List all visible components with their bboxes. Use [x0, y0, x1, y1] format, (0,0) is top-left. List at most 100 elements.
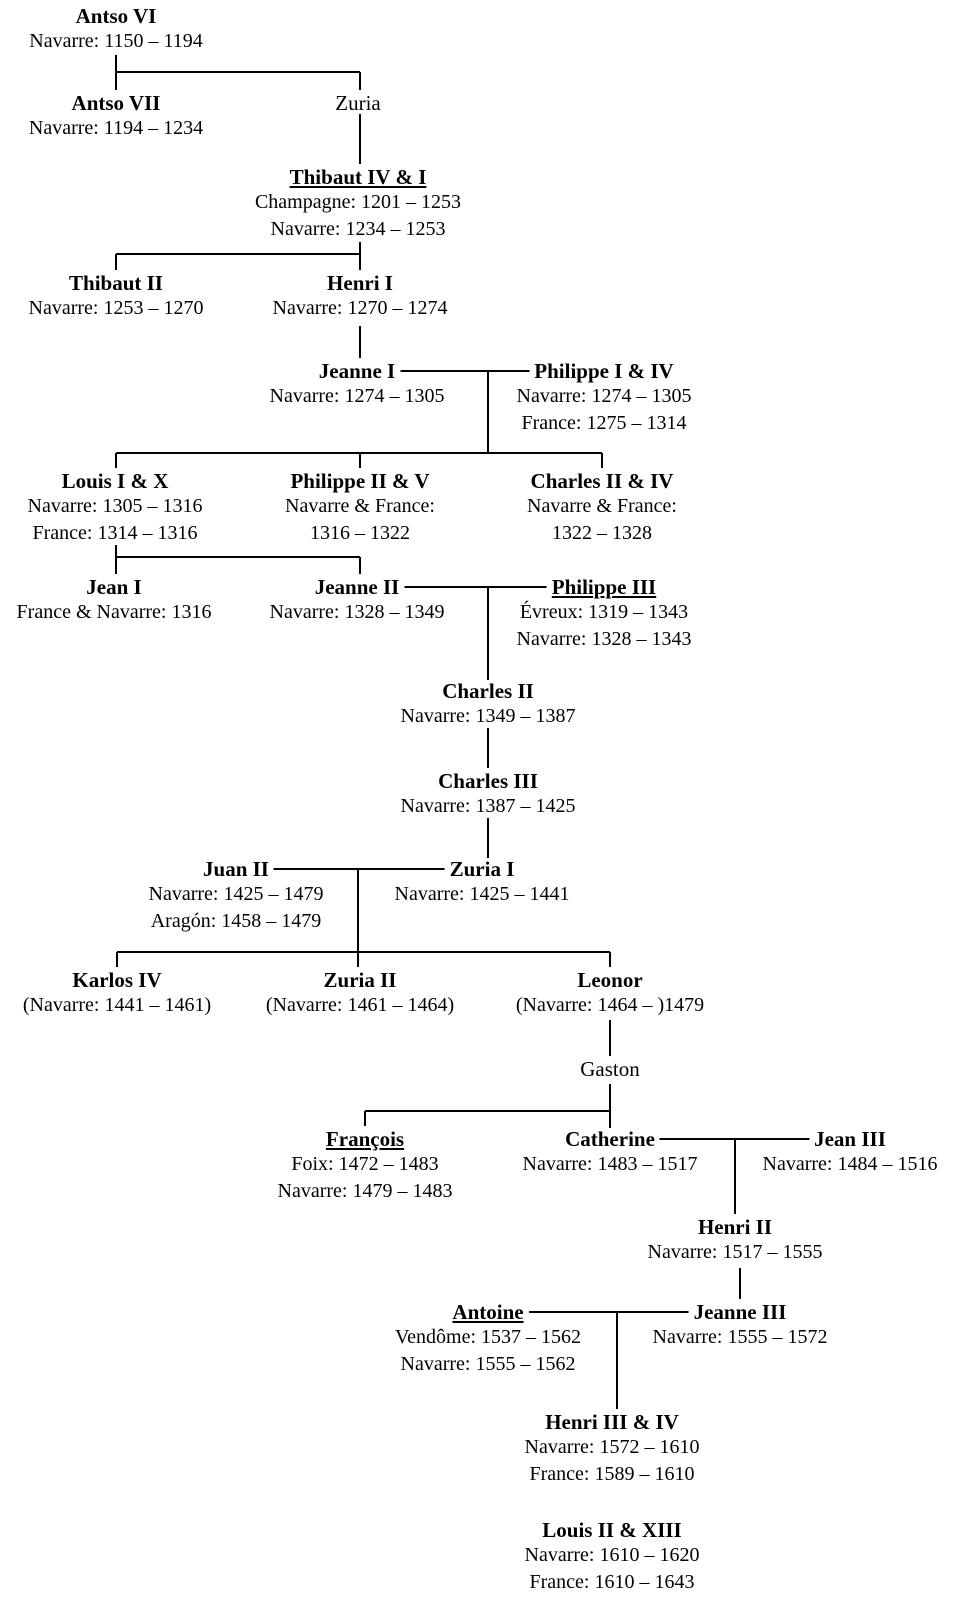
connector-line [734, 1139, 736, 1214]
reign-dates: (Navarre: 1464 – )1479 [515, 994, 705, 1016]
person-name: Philippe III [546, 576, 662, 598]
person-node-zuria-ii: Zuria II (Navarre: 1461 – 1464) [266, 969, 454, 1019]
connector-line [357, 370, 604, 372]
reign-dates: Navarre & France: [285, 495, 435, 517]
connector-line [117, 951, 610, 953]
connector-line [487, 371, 489, 453]
reign-dates: France: 1610 – 1643 [529, 1571, 695, 1593]
reign-dates: Navarre: 1425 – 1441 [394, 883, 570, 905]
connector-line [365, 1110, 610, 1112]
person-name: Karlos IV [67, 969, 167, 991]
connector-line [116, 71, 360, 73]
reign-dates: Navarre: 1270 – 1274 [272, 297, 448, 319]
reign-dates: Navarre: 1555 – 1572 [652, 1326, 828, 1348]
reign-dates: Aragón: 1458 – 1479 [150, 910, 322, 932]
reign-dates: Navarre: 1234 – 1253 [270, 218, 446, 240]
connector-line [357, 952, 359, 967]
person-node-henri-i: Henri I Navarre: 1270 – 1274 [272, 272, 448, 322]
person-name: Louis I & X [56, 470, 174, 492]
reign-dates: Évreux: 1319 – 1343 [519, 601, 689, 623]
reign-dates: Navarre: 1425 – 1479 [148, 883, 324, 905]
person-name: Charles II [437, 680, 539, 702]
connector-line [359, 326, 361, 358]
person-name: Antso VII [66, 92, 166, 114]
person-name: Jeanne III [688, 1301, 792, 1323]
person-name: Zuria I [444, 858, 520, 880]
connector-line [359, 453, 361, 468]
reign-dates: Navarre: 1328 – 1349 [269, 601, 445, 623]
reign-dates: France: 1275 – 1314 [521, 412, 687, 434]
connector-line [601, 453, 603, 468]
connector-line [739, 1268, 741, 1299]
person-name: Zuria [330, 92, 386, 114]
connector-line [357, 586, 604, 588]
reign-dates: Navarre: 1483 – 1517 [522, 1153, 698, 1175]
connector-line [115, 453, 117, 468]
connector-line [609, 952, 611, 967]
connector-line [610, 1138, 850, 1140]
person-name: Thibaut II [64, 272, 168, 294]
reign-dates: Navarre: 1150 – 1194 [29, 30, 203, 52]
reign-dates: Champagne: 1201 – 1253 [254, 191, 462, 213]
reign-dates: Navarre: 1274 – 1305 [516, 385, 692, 407]
person-node-antso-vii: Antso VII Navarre: 1194 – 1234 [29, 92, 203, 142]
person-node-zuria: Zuria [330, 92, 386, 115]
reign-dates: Navarre: 1194 – 1234 [28, 117, 204, 139]
person-name: Louis II & XIII [537, 1519, 687, 1541]
connector-line [609, 1020, 611, 1056]
person-name: Jean III [809, 1128, 891, 1150]
person-name: Henri I [322, 272, 398, 294]
person-node-charles-iii: Charles III Navarre: 1387 – 1425 [400, 770, 576, 820]
reign-dates: (Navarre: 1461 – 1464) [265, 994, 455, 1016]
person-node-gaston: Gaston [575, 1058, 645, 1081]
reign-dates: France & Navarre: 1316 [16, 601, 212, 623]
connector-line [116, 952, 118, 967]
connector-line [487, 587, 489, 684]
person-name: Zuria II [318, 969, 402, 991]
reign-dates: Navarre: 1484 – 1516 [762, 1153, 938, 1175]
connector-line [609, 1084, 611, 1128]
person-node-jean-iii: Jean III Navarre: 1484 – 1516 [762, 1128, 938, 1178]
person-name: Philippe II & V [285, 470, 435, 492]
reign-dates: Navarre: 1387 – 1425 [400, 795, 576, 817]
reign-dates: Navarre: 1328 – 1343 [516, 628, 692, 650]
connector-line [359, 72, 361, 90]
reign-dates: Navarre: 1572 – 1610 [524, 1436, 700, 1458]
person-node-thibaut-ii: Thibaut II Navarre: 1253 – 1270 [28, 272, 204, 322]
reign-dates: Navarre: 1610 – 1620 [524, 1544, 700, 1566]
reign-dates: 1322 – 1328 [551, 522, 652, 544]
person-name: Gaston [575, 1058, 645, 1080]
connector-line [488, 1311, 740, 1313]
connector-line [364, 1111, 366, 1126]
person-node-zuria-i: Zuria I Navarre: 1425 – 1441 [394, 858, 570, 908]
connector-line [616, 1312, 618, 1409]
person-name: Henri III & IV [540, 1411, 684, 1433]
person-node-jeanne-iii: Jeanne III Navarre: 1555 – 1572 [652, 1301, 828, 1351]
person-name: Thibaut IV & I [284, 166, 432, 188]
reign-dates: Navarre: 1253 – 1270 [28, 297, 204, 319]
reign-dates: (Navarre: 1441 – 1461) [22, 994, 212, 1016]
connector-line [487, 728, 489, 768]
reign-dates: Navarre & France: [527, 495, 677, 517]
connector-line [115, 557, 117, 574]
reign-dates: Navarre: 1479 – 1483 [277, 1180, 453, 1202]
person-node-karlos-iv: Karlos IV (Navarre: 1441 – 1461) [23, 969, 211, 1019]
person-name: Catherine [560, 1128, 660, 1150]
person-name: Charles III [433, 770, 543, 792]
person-name: Jean I [81, 576, 147, 598]
person-name: Antoine [447, 1301, 529, 1323]
